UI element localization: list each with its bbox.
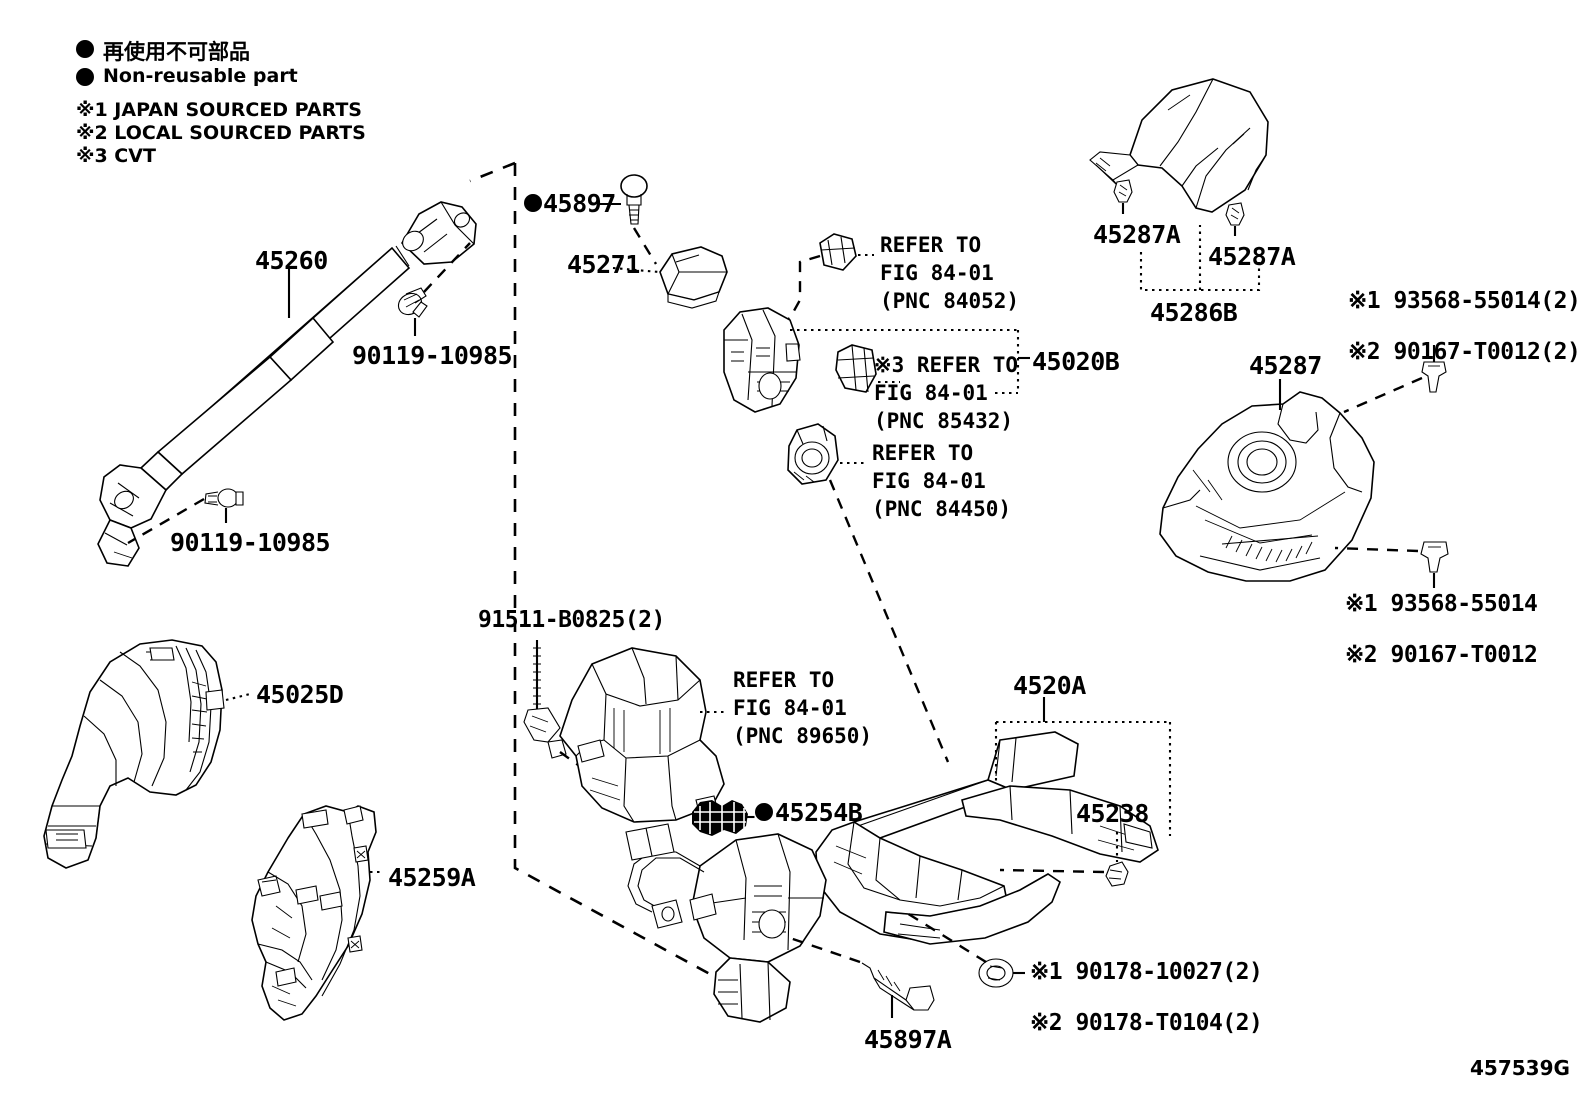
sourced-label-line: ※1 90178-10027(2) bbox=[1030, 959, 1263, 985]
refer-line: (PNC 84052) bbox=[880, 289, 1020, 313]
part-label-45254b: 45254B bbox=[775, 798, 863, 827]
legend-non-reusable-jp: 再使用不可部品 bbox=[103, 40, 250, 64]
part-label-45259a: 45259A bbox=[388, 863, 476, 892]
group-boundary-dashed bbox=[515, 163, 730, 985]
part-45897a-bolt bbox=[790, 938, 934, 1018]
part-45260-intermediate-shaft bbox=[98, 202, 476, 566]
sourced-label-line: ※2 90167-T0012(2) bbox=[1348, 339, 1581, 365]
part-label-91511-b0825-2: 91511-B0825(2) bbox=[478, 607, 665, 633]
part-label-90119-10985: 90119-10985 bbox=[170, 528, 331, 557]
part-pnc-84450 bbox=[788, 424, 948, 762]
legend-note-3: ※3 CVT bbox=[76, 145, 156, 167]
non-reusable-bullet-jp bbox=[76, 40, 94, 58]
leader-45271 bbox=[613, 268, 659, 272]
refer-line: REFER TO bbox=[872, 441, 974, 465]
refer-line: FIG 84-01 bbox=[872, 469, 986, 493]
legend-non-reusable-en: Non-reusable part bbox=[103, 65, 298, 87]
part-label-45238: 45238 bbox=[1076, 799, 1149, 828]
refer-line: FIG 84-01 bbox=[880, 261, 994, 285]
part-label-90119-10985: 90119-10985 bbox=[352, 341, 513, 370]
leader-45025d bbox=[226, 694, 250, 700]
refer-line: REFER TO bbox=[733, 668, 835, 692]
part-label-45260: 45260 bbox=[255, 246, 328, 275]
sourced-label-line: ※1 93568-55014 bbox=[1345, 591, 1538, 617]
refer-line: ※3 REFER TO bbox=[874, 353, 1019, 377]
part-93568-55014-bottom-screw bbox=[1335, 542, 1448, 588]
part-combination-switch bbox=[724, 308, 1030, 412]
part-pnc-84052 bbox=[768, 234, 874, 330]
sourced-label-line: ※2 90178-T0104(2) bbox=[1030, 1010, 1263, 1036]
part-45254b-spring-pack bbox=[692, 800, 755, 836]
part-45287a-clip-right bbox=[1226, 203, 1244, 236]
bracket-45286b bbox=[1141, 252, 1259, 290]
diagram-corner-code: 457539G bbox=[1470, 1056, 1570, 1080]
part-label-45286b: 45286B bbox=[1150, 298, 1238, 327]
sourced-label-group: ※1 90178-10027(2) ※2 90178-T0104(2) bbox=[1030, 959, 1263, 1036]
sourced-label-line: ※2 90167-T0012 bbox=[1345, 642, 1538, 668]
part-label-45271: 45271 bbox=[567, 250, 640, 279]
part-4520a-column-assembly bbox=[626, 697, 1170, 1022]
refer-89650: REFER TO FIG 84-01 (PNC 89650) bbox=[733, 667, 872, 748]
part-90178-nut bbox=[902, 910, 1025, 987]
refer-85432: ※3 REFER TO FIG 84-01 (PNC 85432) bbox=[874, 352, 1018, 433]
group-boundary-dashed-upper bbox=[470, 163, 515, 181]
non-reusable-bullet-en bbox=[76, 68, 94, 86]
sourced-label-line: ※1 93568-55014(2) bbox=[1348, 288, 1581, 314]
part-93568-55014-top-screw bbox=[1344, 345, 1446, 412]
part-label-45025d: 45025D bbox=[256, 680, 344, 709]
refer-84052: REFER TO FIG 84-01 (PNC 84052) bbox=[880, 232, 1019, 313]
refer-line: FIG 84-01 bbox=[874, 381, 988, 405]
refer-84450: REFER TO FIG 84-01 (PNC 84450) bbox=[872, 440, 1011, 521]
part-45286b-upper-cover bbox=[1090, 79, 1268, 212]
part-45025d-hole-cover bbox=[44, 640, 250, 868]
part-label-45020b: 45020B bbox=[1032, 347, 1120, 376]
part-label-45897: 45897 bbox=[543, 189, 616, 218]
legend-note-1: ※1 JAPAN SOURCED PARTS bbox=[76, 99, 362, 121]
part-label-45897a: 45897A bbox=[864, 1025, 952, 1054]
part-45287a-clip-left bbox=[1114, 180, 1132, 214]
refer-line: REFER TO bbox=[880, 233, 982, 257]
part-45271-cover bbox=[613, 247, 727, 308]
sourced-label-group: ※1 93568-55014 ※2 90167-T0012 bbox=[1345, 591, 1538, 668]
refer-line: FIG 84-01 bbox=[733, 696, 847, 720]
part-45897-bolt bbox=[600, 175, 656, 264]
legend-note-2: ※2 LOCAL SOURCED PARTS bbox=[76, 122, 366, 144]
refer-line: (PNC 89650) bbox=[733, 724, 873, 748]
part-90119-10985-upper-bolt bbox=[395, 243, 470, 336]
part-90119-10985-lower-bolt bbox=[128, 489, 243, 543]
non-reusable-bullet-45254b bbox=[755, 803, 773, 821]
part-pnc-85432 bbox=[836, 345, 1018, 393]
part-45238-grommet bbox=[1000, 832, 1128, 886]
part-45259a-cover bbox=[252, 806, 382, 1020]
part-pnc-89650-bracket bbox=[560, 648, 728, 822]
part-label-45287a: 45287A bbox=[1093, 220, 1181, 249]
refer-line: (PNC 85432) bbox=[874, 409, 1014, 433]
sourced-label-group: ※1 93568-55014(2) ※2 90167-T0012(2) bbox=[1348, 288, 1581, 365]
part-label-45287: 45287 bbox=[1249, 351, 1322, 380]
part-label-4520a: 4520A bbox=[1013, 671, 1086, 700]
refer-line: (PNC 84450) bbox=[872, 497, 1012, 521]
non-reusable-bullet-45897 bbox=[524, 194, 542, 212]
part-45287-lower-cover bbox=[1160, 379, 1374, 581]
part-label-45287a: 45287A bbox=[1208, 242, 1296, 271]
